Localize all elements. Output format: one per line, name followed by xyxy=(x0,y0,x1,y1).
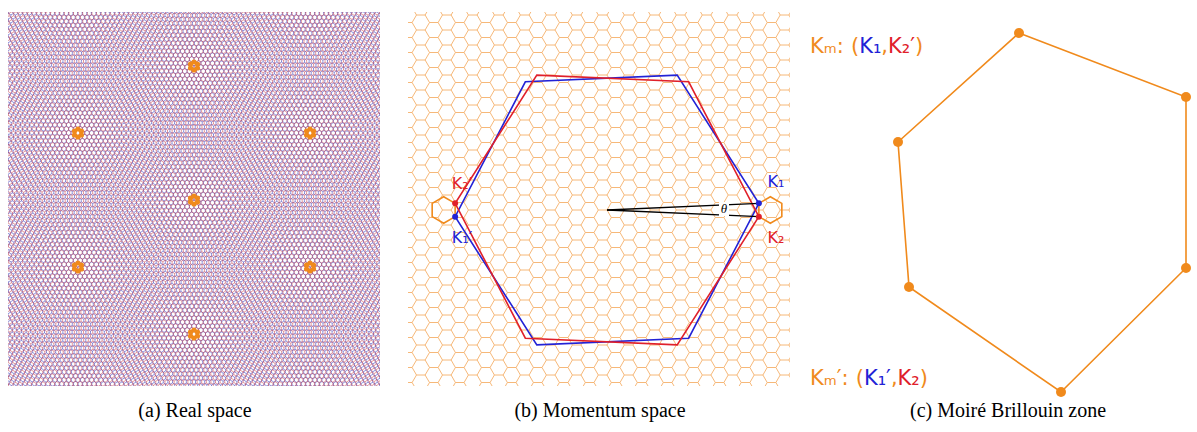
moire-bz-hexagon xyxy=(898,33,1186,392)
k-point-label: K₂ xyxy=(768,229,785,247)
real-space-panel xyxy=(8,12,380,386)
moire-k-dot xyxy=(1056,387,1066,397)
k-point-label: K₂ xyxy=(898,366,920,390)
twist-ray xyxy=(607,203,759,210)
moire-bz-small xyxy=(432,197,455,224)
bracket: ( xyxy=(856,366,864,390)
aa-atom xyxy=(79,266,84,271)
panel-caption: (a) Real space xyxy=(138,399,251,422)
twist-ray xyxy=(607,210,759,217)
aa-atom xyxy=(195,65,200,70)
lattice-layer-2 xyxy=(8,12,380,386)
k-point-dot xyxy=(756,200,762,206)
moire-k-dot xyxy=(1014,28,1024,38)
aa-atom xyxy=(79,132,84,137)
separator: , xyxy=(891,366,898,390)
moire-bz-small xyxy=(759,197,782,224)
lattice-layer-1 xyxy=(8,12,380,386)
aa-site xyxy=(304,260,316,273)
momentum-panel xyxy=(391,0,807,405)
moire-k-dot xyxy=(1181,263,1191,273)
k-point-label: K₂′ xyxy=(888,34,915,58)
moire-bz-panel xyxy=(893,28,1191,397)
k-point-label: K₁ xyxy=(859,34,881,58)
moire-k-label: Kₘ: xyxy=(810,34,844,58)
aa-atom xyxy=(311,266,316,271)
moire-k-label: Kₘ′: xyxy=(810,366,849,390)
aa-atom xyxy=(195,333,200,338)
aa-site xyxy=(188,327,200,340)
k-point-label: K₂′ xyxy=(452,175,473,193)
angle-label: θ xyxy=(719,202,729,217)
aa-atom xyxy=(311,132,316,137)
k-point-dot xyxy=(756,214,762,220)
bracket: ) xyxy=(920,366,928,390)
k-point-dot xyxy=(452,200,458,206)
aa-site xyxy=(72,126,84,139)
label-row: Kₘ′: (K₁′,K₂) xyxy=(810,366,928,390)
aa-site xyxy=(188,193,200,206)
panel-caption: (b) Momentum space xyxy=(514,399,685,422)
bracket: ) xyxy=(915,34,923,58)
brillouin-zone-layer-2 xyxy=(455,75,759,345)
moire-k-dot xyxy=(904,282,914,292)
k-point-label: K₁′ xyxy=(452,229,473,247)
panel-caption: (c) Moiré Brillouin zone xyxy=(910,399,1106,422)
separator: , xyxy=(881,34,888,58)
moire-honeycomb xyxy=(408,12,790,386)
aa-site xyxy=(304,126,316,139)
k-point-label: K₁′ xyxy=(864,366,891,390)
aa-site xyxy=(72,260,84,273)
moire-k-dot xyxy=(893,137,903,147)
k-point-label: K₁ xyxy=(768,173,785,191)
k-point-dot xyxy=(452,214,458,220)
aa-atom xyxy=(195,199,200,204)
moire-reciprocal-lattice xyxy=(408,12,790,386)
moire-k-dot xyxy=(1181,92,1191,102)
bracket: ( xyxy=(851,34,859,58)
aa-site xyxy=(188,59,200,72)
brillouin-zone-layer-1 xyxy=(455,75,759,345)
label-row: Kₘ: (K₁,K₂′) xyxy=(810,34,923,58)
